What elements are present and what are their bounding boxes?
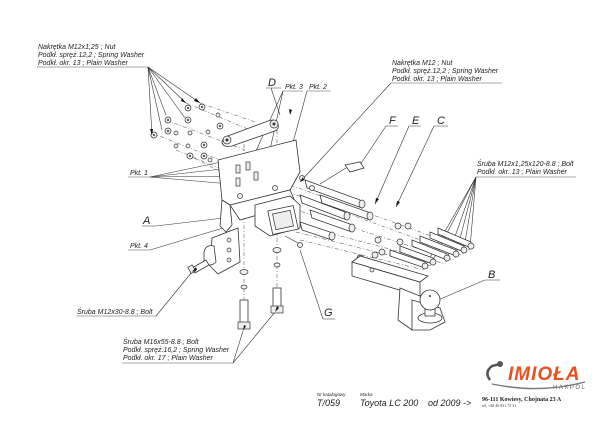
- callout-line: Śruba M12x1,25x120-8.8 ; Bolt: [477, 159, 575, 168]
- part-label-g: G: [324, 307, 333, 319]
- catalog-value: T/059: [317, 398, 340, 408]
- callout-left-bolt: Śruba M12x30-8.8 ; Bolt: [76, 271, 193, 317]
- bolts-m12x120: [389, 227, 475, 270]
- part-label-f: F: [389, 115, 397, 127]
- callout-line: Podkł. okr. 17 ; Plain Washer: [123, 355, 214, 362]
- part-label-b: B: [488, 269, 495, 281]
- callout-line: Podkł. spręż.16,2 ; Spring Washer: [123, 347, 230, 354]
- callout-line: Nakrętka M12x1,25 ; Nut: [38, 44, 116, 51]
- callout-line: Podkł. okr. 13 ; Plain Washer: [392, 76, 483, 83]
- imiola-logo: IMIOŁA HAKPOL: [486, 361, 586, 391]
- callout-line: Podkł. spręż.12,2 ; Spring Washer: [38, 52, 145, 59]
- part-a-frame: [217, 139, 301, 237]
- middle-washers: [299, 175, 412, 262]
- bolt-m12x30: [187, 259, 210, 274]
- callout-line: Śruba M12x30-8.8 ; Bolt: [77, 307, 154, 316]
- leader-arrowheads: [150, 98, 400, 331]
- pkt1-label: Pkt. 1: [130, 170, 148, 177]
- part-label-d: D: [268, 77, 276, 89]
- callout-leaders: [232, 311, 276, 364]
- vertical-washers: [239, 247, 282, 290]
- part-label-a: A: [142, 215, 150, 227]
- address: 96-111 Kowiesy, Chojnata 23 A: [482, 397, 562, 403]
- nut-array-left: [150, 103, 229, 163]
- callout-top-left-nut: Nakrętka M12x1,25 ; Nut Podkł. spręż.12,…: [37, 44, 201, 136]
- pkt3-label: Pkt. 3: [285, 84, 303, 91]
- callout-line: Podkł. okr. 13 ; Plain Washer: [38, 60, 129, 67]
- callout-leader: [155, 271, 193, 317]
- callout-line: Nakrętka M12 ; Nut: [392, 60, 453, 67]
- logo-hook-icon: [486, 362, 501, 381]
- callout-bottom-bolt: Śruba M16x55-8.8 ; Bolt Podkł. spręż.16,…: [122, 311, 276, 364]
- part-d-plate: [221, 119, 279, 147]
- logo-text: IMIOŁA: [508, 364, 581, 385]
- callout-leader: [299, 82, 392, 183]
- part-letters: A B C D E F G: [142, 77, 500, 320]
- callout-line: Śruba M16x55-8.8 ; Bolt: [123, 337, 200, 346]
- side-bracket: [203, 227, 241, 275]
- brand-value: Toyota LC 200: [360, 398, 418, 408]
- pkt4-label: Pkt. 4: [130, 243, 148, 250]
- year-value: od 2009 ->: [428, 398, 471, 408]
- part-g-pin: [284, 235, 303, 248]
- logo-sub: HAKPOL: [553, 385, 586, 391]
- phone: tel. +48 46 831 75 31: [482, 403, 516, 408]
- callout-top-mid-nut: Nakrętka M12 ; Nut Podkł. spręż.12,2 ; S…: [299, 60, 502, 183]
- part-b-towball: [417, 289, 443, 324]
- part-f-lever: [319, 161, 365, 185]
- part-e-spacers: [299, 179, 374, 241]
- callout-line: Podkł. spręż.12,2 ; Spring Washer: [392, 68, 499, 75]
- hitch-assembly-drawing: [150, 98, 475, 331]
- callout-leaders: [147, 66, 201, 136]
- pkt2-label: Pkt. 2: [309, 84, 327, 91]
- catalog-label: Nr katalogowy: [317, 392, 346, 397]
- part-label-c: C: [437, 115, 445, 127]
- callout-line: Podkł. okr. 13 ; Plain Washer: [477, 169, 568, 176]
- part-label-e: E: [412, 115, 420, 127]
- brand-label: Marka: [360, 392, 373, 397]
- footer: Nr katalogowy T/059 Marka Toyota LC 200 …: [317, 361, 586, 408]
